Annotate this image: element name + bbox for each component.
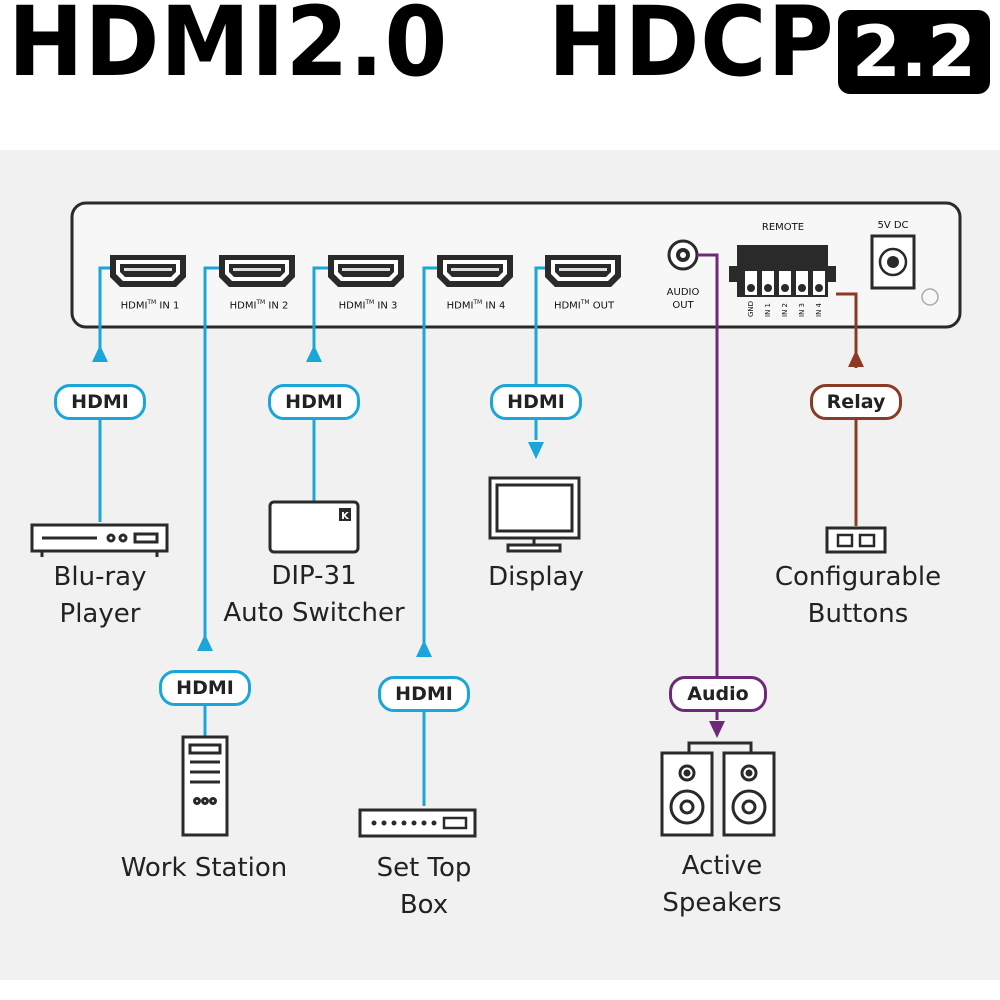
hdmi-in-3-port (328, 255, 404, 287)
hdmi-in-2-cable (203, 266, 219, 738)
audio-pill: Audio (669, 676, 767, 712)
audio-arrow-icon (709, 721, 725, 738)
remote-pin-in3: IN 3 (798, 303, 806, 317)
hdmi-in-4-port (437, 255, 513, 287)
hdmi-in-2-port (219, 255, 295, 287)
hdmi-in-1-label: HDMITM IN 1 (120, 299, 180, 312)
speakers-label-line1: Active (681, 851, 763, 881)
hdmi-in-2-arrow-icon (197, 634, 213, 651)
active-speakers-icon (660, 741, 776, 837)
remote-label: REMOTE (761, 222, 805, 233)
connection-diagram: K (0, 150, 1000, 980)
hdmi-version-title: HDMI2.0 (8, 0, 449, 98)
workstation-tower-icon (181, 735, 229, 837)
audio-out-label-line1: AUDIO (666, 287, 700, 298)
hdcp-title: HDCP (548, 0, 835, 98)
hdmi-in-3-arrow-icon (306, 345, 322, 362)
dip31-label-line2: Auto Switcher (223, 598, 405, 628)
diagram-graphics: K (30, 201, 962, 838)
hdmi-in-1-port (110, 255, 186, 287)
remote-pin-in1: IN 1 (764, 303, 772, 317)
hdmi-out-pill: HDMI (490, 384, 582, 420)
hdmi-in-4-arrow-icon (416, 640, 432, 657)
remote-pin-in4: IN 4 (815, 303, 823, 317)
speakers-label-line2: Speakers (662, 888, 782, 918)
set-top-box-label-line1: Set Top (376, 853, 472, 883)
hdmi-out-arrow-icon (528, 442, 544, 459)
hdmi-in-1-cable (98, 266, 110, 522)
svg-text:K: K (341, 511, 350, 522)
remote-pin-gnd: GND (747, 300, 755, 317)
power-label: 5V DC (877, 220, 909, 231)
audio-out-label-line2: OUT (672, 300, 694, 311)
set-top-box-label-line2: Box (399, 890, 449, 920)
hdmi-in-4-pill: HDMI (378, 676, 470, 712)
bluray-label-line1: Blu-ray (53, 562, 147, 592)
remote-pin-in2: IN 2 (781, 303, 789, 317)
hdmi-in-4-label: HDMITM IN 4 (446, 299, 506, 312)
hdmi-out-cable (534, 266, 545, 440)
hdmi-in-3-label: HDMITM IN 3 (338, 299, 398, 312)
dip31-label-line1: DIP-31 (271, 561, 357, 591)
remote-terminal-block (729, 245, 836, 297)
hdcp-version-badge: 2.2 (838, 10, 990, 94)
configurable-buttons-icon (825, 526, 887, 554)
buttons-label-line1: Configurable (774, 562, 942, 592)
hdmi-in-2-label: HDMITM IN 2 (229, 299, 289, 312)
hdmi-in-4-cable (422, 266, 437, 806)
bluray-label-line2: Player (59, 599, 141, 629)
relay-cable (836, 292, 858, 526)
hdmi-out-label: HDMITM OUT (553, 299, 615, 312)
audio-out-jack (667, 239, 699, 271)
relay-pill: Relay (810, 384, 902, 420)
display-monitor-icon (488, 476, 581, 553)
hdmi-in-1-arrow-icon (92, 345, 108, 362)
dip31-switcher-icon: K (268, 500, 360, 554)
hdmi-out-port (545, 255, 621, 287)
hdmi-in-3-pill: HDMI (268, 384, 360, 420)
set-top-box-icon (358, 808, 477, 838)
workstation-label: Work Station (120, 853, 288, 883)
hdmi-in-1-pill: HDMI (54, 384, 146, 420)
hdmi-in-2-pill: HDMI (159, 670, 251, 706)
bluray-player-icon (30, 523, 169, 557)
relay-arrow-icon (848, 350, 864, 367)
buttons-label-line2: Buttons (807, 599, 909, 629)
hdmi-in-3-cable (312, 266, 328, 502)
power-jack (870, 234, 939, 306)
display-label: Display (488, 562, 584, 592)
